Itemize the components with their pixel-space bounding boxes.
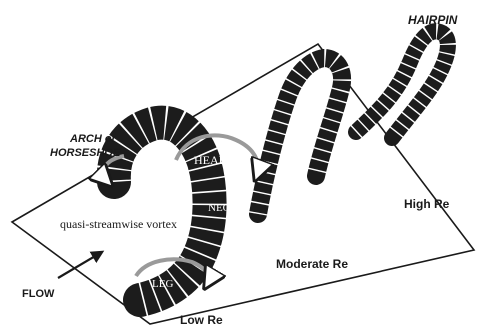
horseshoe-vortex [114, 123, 210, 300]
elongated-vortex [258, 58, 342, 214]
hairpin-vortex [356, 31, 448, 138]
label-head: HEAD [194, 153, 228, 167]
label-quasi-streamwise: quasi-streamwise vortex [60, 217, 177, 231]
label-horseshoe: HORSESHOE [50, 147, 121, 159]
label-neck: NECK [208, 202, 238, 214]
label-low-re: Low Re [180, 313, 223, 327]
label-arch: ARCH or [69, 133, 117, 145]
label-leg: LEG [152, 278, 173, 290]
label-flow: FLOW [22, 288, 55, 300]
label-moderate-re: Moderate Re [276, 257, 348, 271]
label-hairpin: HAIRPIN [408, 13, 458, 27]
flow-arrow [58, 252, 102, 278]
label-high-re: High Re [404, 197, 450, 211]
